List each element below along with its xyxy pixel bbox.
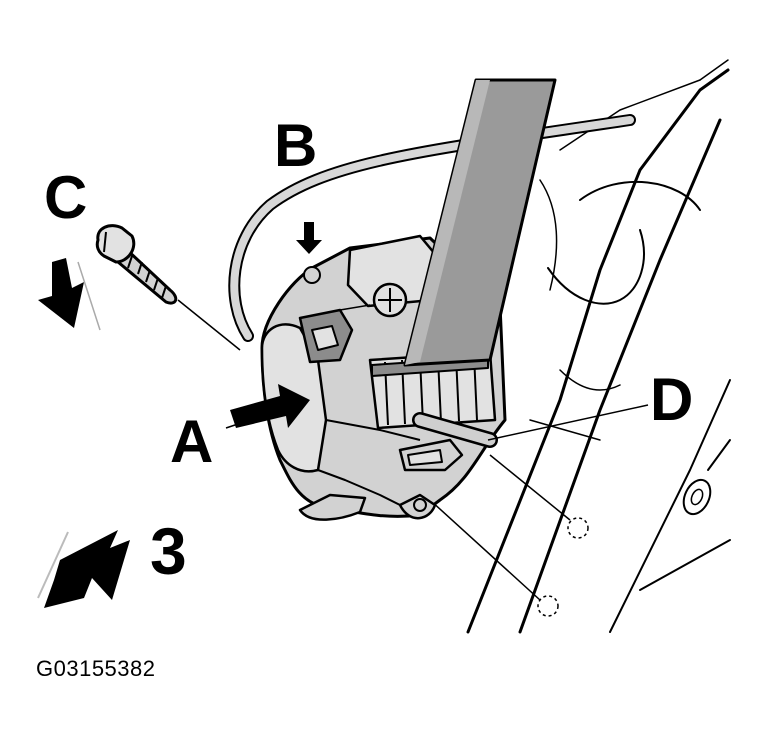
callout-step-3: 3 <box>150 514 187 588</box>
figure-id: G03155382 <box>36 656 156 681</box>
callout-d: D <box>650 366 693 433</box>
screw-guide-line <box>177 299 241 351</box>
callout-a: A <box>170 408 213 475</box>
callout-b: B <box>274 112 317 179</box>
leader-d <box>487 404 649 441</box>
arrow-3-highlight <box>37 531 69 599</box>
screw-c <box>95 224 178 305</box>
door-frame <box>466 59 731 634</box>
arrow-c-icon <box>38 258 84 328</box>
arrow-c-highlight <box>77 261 101 331</box>
fastener-positions <box>429 454 589 617</box>
leader-a <box>225 419 251 429</box>
callout-c: C <box>44 164 87 231</box>
window-channel <box>403 78 557 367</box>
arrow-3-icon <box>44 530 130 608</box>
window-channel-shadow <box>405 80 490 365</box>
arrow-a-icon <box>230 384 310 428</box>
arrow-b-icon <box>296 222 322 254</box>
